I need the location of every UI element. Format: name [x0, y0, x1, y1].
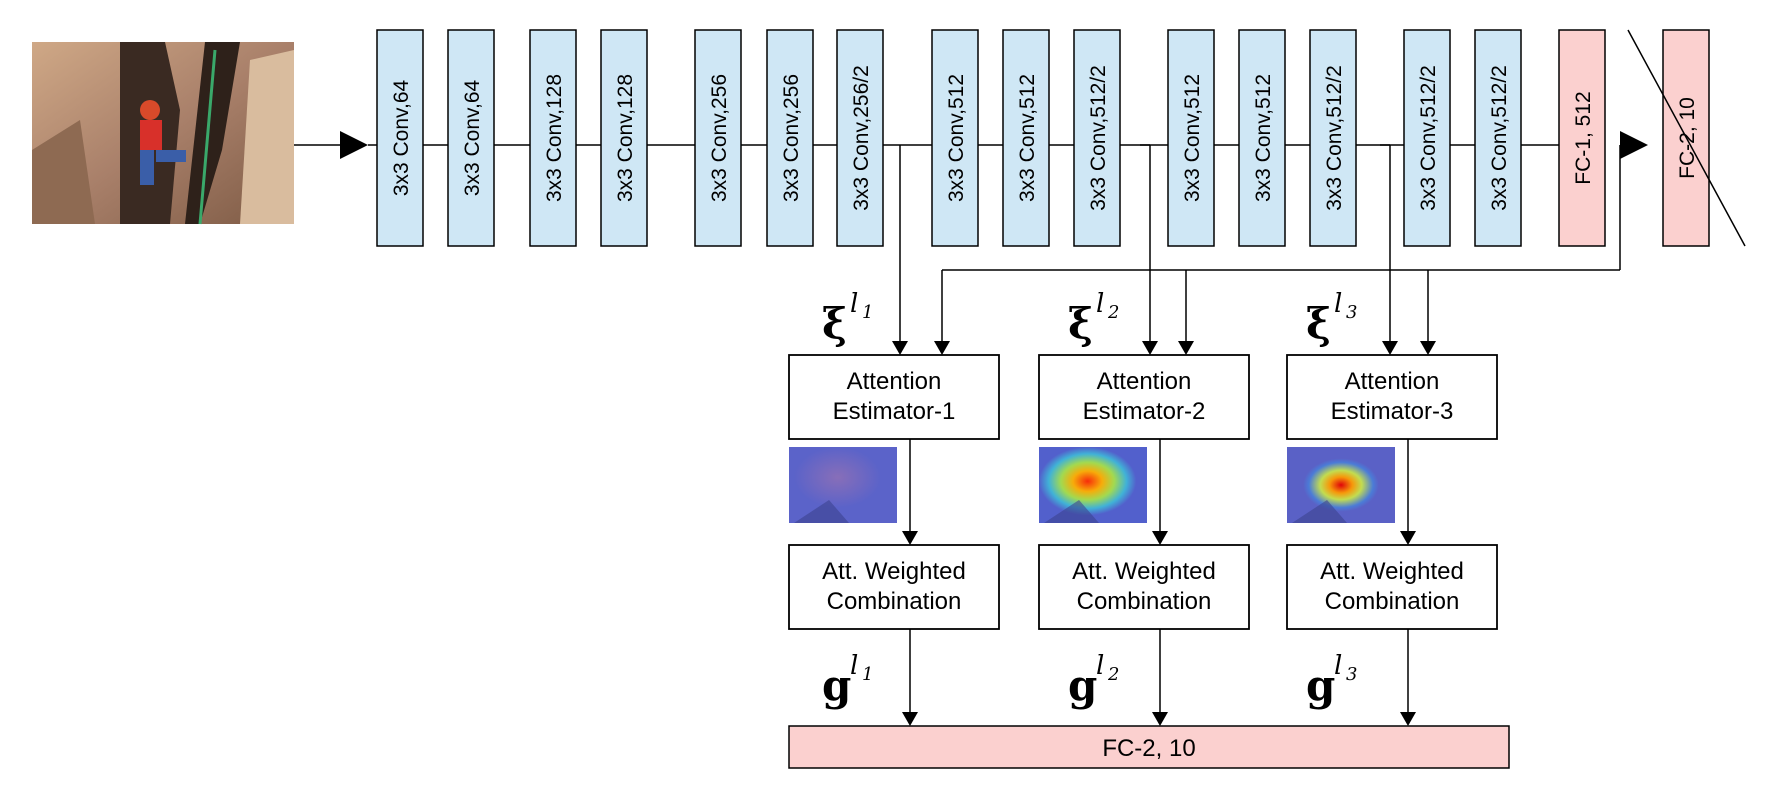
- arrow-head: [902, 712, 918, 726]
- combination-label-line2: Combination: [1077, 588, 1212, 615]
- global-feature-superscript: l: [1096, 651, 1104, 681]
- local-feature-subscript: 3: [1346, 302, 1357, 323]
- attention-heatmap-3: [1287, 447, 1395, 523]
- fc1-layer: FC-1, 512: [1558, 29, 1606, 247]
- conv-layer-label: 3x3 Conv,256: [780, 74, 803, 202]
- estimator-label-line1: Attention: [1097, 368, 1192, 395]
- arrow-head: [1420, 341, 1436, 355]
- fc2-crossed-label: FC-2, 10: [1676, 97, 1699, 179]
- conv-layer-15: 3x3 Conv,512/2: [1474, 29, 1522, 247]
- weighted-combination-box: [788, 544, 1000, 630]
- conv-layer-10: 3x3 Conv,512/2: [1073, 29, 1121, 247]
- conv-layer-8: 3x3 Conv,512: [931, 29, 979, 247]
- estimator-label-line1: Attention: [1345, 368, 1440, 395]
- final-fc-layer: FC-2, 10: [788, 725, 1510, 769]
- global-feature-superscript: l: [1334, 651, 1342, 681]
- local-feature-symbol: ξ: [1068, 299, 1093, 348]
- conv-layers: 3x3 Conv,64 3x3 Conv,64 3x3 Conv,128 3x3 Co…: [376, 29, 1522, 247]
- local-feature-symbol: ξ: [1306, 299, 1331, 348]
- global-descriptor-routing: [942, 145, 1621, 271]
- conv-layer-5: 3x3 Conv,256: [694, 29, 742, 247]
- arrow-head: [902, 531, 918, 545]
- cross-out-line: [1627, 29, 1746, 247]
- conv-layer-label: 3x3 Conv,256: [708, 74, 731, 202]
- fc1-label: FC-1, 512: [1572, 91, 1595, 184]
- conv-layer-label: 3x3 Conv,512: [945, 74, 968, 202]
- local-feature-superscript: l: [850, 289, 858, 319]
- estimator-label-line2: Estimator-2: [1083, 398, 1206, 425]
- weighted-combination-box: [1038, 544, 1250, 630]
- arrow-head: [1178, 341, 1194, 355]
- conv-layer-11: 3x3 Conv,512: [1167, 29, 1215, 247]
- arrow-head: [1382, 341, 1398, 355]
- global-feature-subscript: 2: [1107, 664, 1119, 685]
- arrow-head: [1152, 712, 1168, 726]
- input-arrow: [340, 131, 368, 159]
- conv-layer-label: 3x3 Conv,128: [614, 74, 637, 202]
- conv-layer-14: 3x3 Conv,512/2: [1403, 29, 1451, 247]
- arrow-head: [1400, 712, 1416, 726]
- local-feature-superscript: l: [1096, 289, 1104, 319]
- local-feature-subscript: 1: [862, 302, 873, 323]
- global-feature-symbol: g: [822, 661, 851, 710]
- conv-layer-12: 3x3 Conv,512: [1238, 29, 1286, 247]
- weighted-combination-box: [1286, 544, 1498, 630]
- conv-layer-1: 3x3 Conv,64: [376, 29, 424, 247]
- global-feature-symbol: g: [1068, 661, 1097, 710]
- conv-layer-2: 3x3 Conv,64: [447, 29, 495, 247]
- conv-layer-label: 3x3 Conv,64: [390, 80, 413, 197]
- arrow-head: [1400, 531, 1416, 545]
- estimator-label-line2: Estimator-3: [1331, 398, 1454, 425]
- fc2-crossed-layer: FC-2, 10: [1627, 29, 1746, 247]
- arrow-head: [1152, 531, 1168, 545]
- conv-layer-label: 3x3 Conv,512: [1016, 74, 1039, 202]
- fc-arrow: [1620, 131, 1648, 159]
- attention-heatmap-1: [789, 447, 897, 523]
- attention-heatmap-2: [1039, 447, 1147, 523]
- global-feature-superscript: l: [850, 651, 858, 681]
- input-image: [32, 42, 294, 225]
- conv-layer-label: 3x3 Conv,512: [1252, 74, 1275, 202]
- conv-layer-label: 3x3 Conv,256/2: [850, 65, 873, 211]
- local-feature-symbol: ξ: [822, 299, 847, 348]
- conv-layer-9: 3x3 Conv,512: [1002, 29, 1050, 247]
- global-feature-symbol: g: [1306, 661, 1335, 710]
- conv-layer-label: 3x3 Conv,512/2: [1087, 65, 1110, 211]
- conv-layer-label: 3x3 Conv,512: [1181, 74, 1204, 202]
- conv-layer-label: 3x3 Conv,64: [461, 80, 484, 197]
- combination-label-line1: Att. Weighted: [822, 558, 966, 585]
- conv-layer-7: 3x3 Conv,256/2: [836, 29, 884, 247]
- final-fc-label: FC-2, 10: [1102, 735, 1195, 762]
- global-feature-subscript: 3: [1346, 664, 1357, 685]
- arrow-head: [934, 341, 950, 355]
- combination-label-line1: Att. Weighted: [1072, 558, 1216, 585]
- conv-layer-4: 3x3 Conv,128: [600, 29, 648, 247]
- conv-layer-label: 3x3 Conv,512/2: [1323, 65, 1346, 211]
- attention-estimator-box: [788, 354, 1000, 440]
- conv-layer-label: 3x3 Conv,512/2: [1417, 65, 1440, 211]
- arrow-head: [892, 341, 908, 355]
- estimator-label-line2: Estimator-1: [833, 398, 956, 425]
- global-feature-subscript: 1: [862, 664, 873, 685]
- combination-label-line1: Att. Weighted: [1320, 558, 1464, 585]
- conv-layer-13: 3x3 Conv,512/2: [1309, 29, 1357, 247]
- attention-estimator-box: [1286, 354, 1498, 440]
- combination-label-line2: Combination: [1325, 588, 1460, 615]
- conv-layer-label: 3x3 Conv,128: [543, 74, 566, 202]
- conv-layer-label: 3x3 Conv,512/2: [1488, 65, 1511, 211]
- local-feature-superscript: l: [1334, 289, 1342, 319]
- arrow-head: [1142, 341, 1158, 355]
- conv-layer-6: 3x3 Conv,256: [766, 29, 814, 247]
- local-feature-subscript: 2: [1107, 302, 1119, 323]
- estimator-label-line1: Attention: [847, 368, 942, 395]
- conv-layer-3: 3x3 Conv,128: [529, 29, 577, 247]
- attention-estimator-box: [1038, 354, 1250, 440]
- combination-label-line2: Combination: [827, 588, 962, 615]
